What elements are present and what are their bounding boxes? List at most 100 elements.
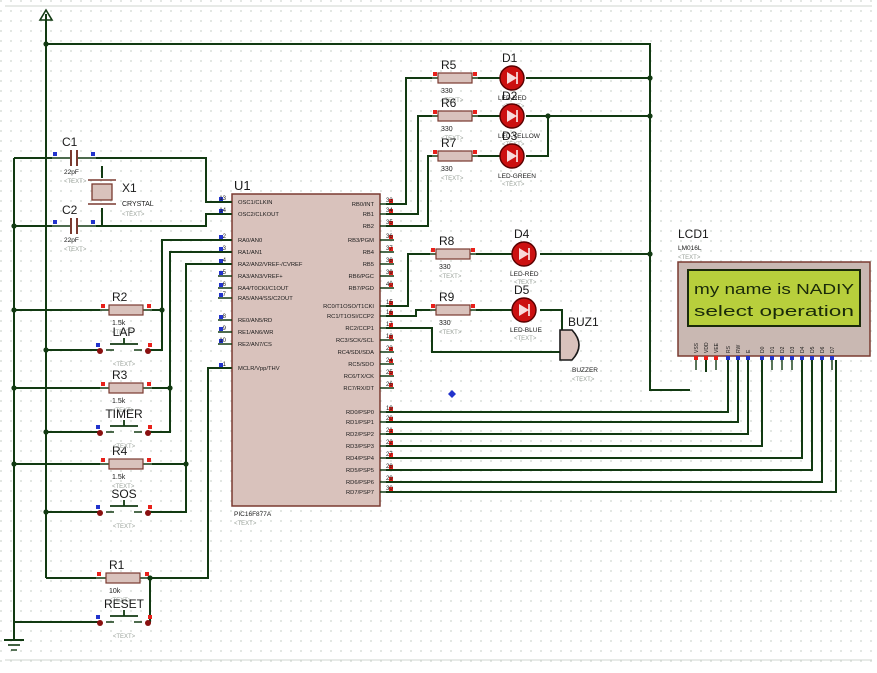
wire-d3-rail bbox=[526, 116, 549, 157]
resistor-r2[interactable] bbox=[108, 304, 144, 316]
resistor-r5[interactable] bbox=[437, 72, 473, 84]
u1-pin-marker bbox=[389, 487, 393, 491]
resistor-ref-r3: R3 bbox=[112, 368, 128, 382]
resistor-r4[interactable] bbox=[108, 458, 144, 470]
microcontroller-u1[interactable] bbox=[231, 193, 381, 507]
resistor-pin-marker bbox=[145, 572, 149, 576]
capacitor-text: <TEXT> bbox=[64, 179, 87, 185]
button-contact-left[interactable] bbox=[97, 620, 103, 626]
u1-pin-marker bbox=[389, 199, 393, 203]
wire-junction bbox=[11, 461, 17, 467]
resistor-value-r1: 10k bbox=[109, 588, 121, 595]
wire-rd5-d5 bbox=[386, 360, 813, 471]
wire-d5-buzzer bbox=[540, 309, 563, 330]
u1-pin-marker bbox=[219, 363, 223, 367]
button-contact-left[interactable] bbox=[97, 430, 103, 436]
u1-pin-name: RB0/INT bbox=[352, 202, 375, 208]
resistor-value-r8: 330 bbox=[439, 264, 451, 271]
button-contact-right[interactable] bbox=[145, 510, 151, 516]
resistor-pin-marker bbox=[433, 72, 437, 76]
wire-rd3 bbox=[386, 360, 763, 447]
u1-pin-marker bbox=[389, 347, 393, 351]
wire-junction bbox=[167, 385, 173, 391]
resistor-pin-marker bbox=[471, 248, 475, 252]
resistor-pin-marker bbox=[433, 150, 437, 154]
u1-pin-name: RC1/T1OSI/CCP2 bbox=[327, 314, 374, 320]
u1-pin-name: RD0/PSP0 bbox=[346, 410, 374, 416]
u1-pin-number: 24 bbox=[386, 358, 393, 364]
wire-rd0-rs bbox=[386, 360, 729, 413]
button-pin-marker bbox=[148, 615, 152, 619]
power-terminal-icon bbox=[38, 8, 54, 21]
lcd-pin-name: D5 bbox=[810, 346, 816, 353]
u1-pin-number: 7 bbox=[223, 292, 227, 298]
push-button-sos[interactable] bbox=[94, 482, 154, 532]
u1-pin-number: 2 bbox=[223, 234, 227, 240]
lcd-pin-name: E bbox=[746, 349, 752, 353]
u1-pin-number: 1 bbox=[223, 362, 227, 368]
buzzer-buz1[interactable] bbox=[559, 329, 580, 361]
resistor-text-r9: <TEXT> bbox=[439, 330, 462, 336]
u1-pin-marker bbox=[389, 235, 393, 239]
u1-pin-number: 3 bbox=[223, 246, 227, 252]
u1-pin-marker bbox=[219, 259, 223, 263]
u1-pin-number: 29 bbox=[386, 476, 393, 482]
button-contact-left[interactable] bbox=[97, 348, 103, 354]
resistor-r6[interactable] bbox=[437, 110, 473, 122]
lcd-pin-marker bbox=[770, 356, 774, 360]
resistor-ref-r8: R8 bbox=[439, 234, 455, 248]
button-label-timer: TIMER bbox=[105, 407, 143, 421]
buzzer-value: BUZZER bbox=[572, 367, 598, 374]
u1-pin-marker bbox=[389, 247, 393, 251]
u1-pin-marker bbox=[389, 371, 393, 375]
led-diode-symbol bbox=[519, 304, 529, 316]
resistor-text-r2: <TEXT> bbox=[112, 330, 135, 336]
button-contact-right[interactable] bbox=[145, 430, 151, 436]
resistor-r7[interactable] bbox=[437, 150, 473, 162]
u1-pin-number: 22 bbox=[386, 440, 393, 446]
push-button-reset[interactable] bbox=[94, 592, 154, 642]
button-pin-marker bbox=[148, 505, 152, 509]
push-button-timer[interactable] bbox=[94, 402, 154, 452]
capacitor-value: 22pF bbox=[64, 237, 79, 244]
button-text-reset: <TEXT> bbox=[113, 634, 136, 640]
u1-pin-name: RA2/AN2/VREF-/CVREF bbox=[238, 262, 303, 268]
wire-rb2-r7 bbox=[386, 155, 432, 227]
push-button-lap[interactable] bbox=[94, 320, 154, 370]
lcd-pin-marker bbox=[830, 356, 834, 360]
crystal-x1[interactable] bbox=[91, 183, 113, 201]
button-pin-marker bbox=[148, 425, 152, 429]
wire-junction bbox=[43, 347, 49, 353]
resistor-r1[interactable] bbox=[105, 572, 141, 584]
resistor-pin-marker bbox=[147, 382, 151, 386]
u1-pin-marker bbox=[219, 293, 223, 297]
wire-sos-ra2 bbox=[152, 263, 232, 465]
u1-pin-name: RD2/PSP2 bbox=[346, 432, 374, 438]
resistor-value-r9: 330 bbox=[439, 320, 451, 327]
lcd-pin-name: D1 bbox=[770, 346, 776, 353]
button-pin-marker bbox=[96, 615, 100, 619]
resistor-pin-marker bbox=[473, 72, 477, 76]
u1-pin-name: RD3/PSP3 bbox=[346, 444, 374, 450]
led-ref-d1: D1 bbox=[502, 51, 518, 65]
resistor-r9[interactable] bbox=[435, 304, 471, 316]
u1-pin-number: 20 bbox=[386, 416, 393, 422]
u1-pin-number: 35 bbox=[386, 220, 393, 226]
u1-pin-name: RA1/AN1 bbox=[238, 250, 262, 256]
button-contact-right[interactable] bbox=[145, 620, 151, 626]
button-contact-right[interactable] bbox=[145, 348, 151, 354]
wire-junction bbox=[647, 251, 653, 257]
resistor-r3[interactable] bbox=[108, 382, 144, 394]
u1-pin-name: RC3/SCK/SCL bbox=[336, 338, 375, 344]
lcd-pin-marker bbox=[780, 356, 784, 360]
u1-ref: U1 bbox=[234, 178, 251, 193]
u1-pin-name: RD6/PSP6 bbox=[346, 480, 374, 486]
u1-pin-number: 36 bbox=[386, 234, 393, 240]
button-contact-left[interactable] bbox=[97, 510, 103, 516]
u1-pin-marker bbox=[389, 221, 393, 225]
lcd-pin-marker bbox=[726, 356, 730, 360]
resistor-r8[interactable] bbox=[435, 248, 471, 260]
wire-rc2-buzzer bbox=[386, 327, 560, 353]
led-diode-symbol bbox=[519, 248, 529, 260]
